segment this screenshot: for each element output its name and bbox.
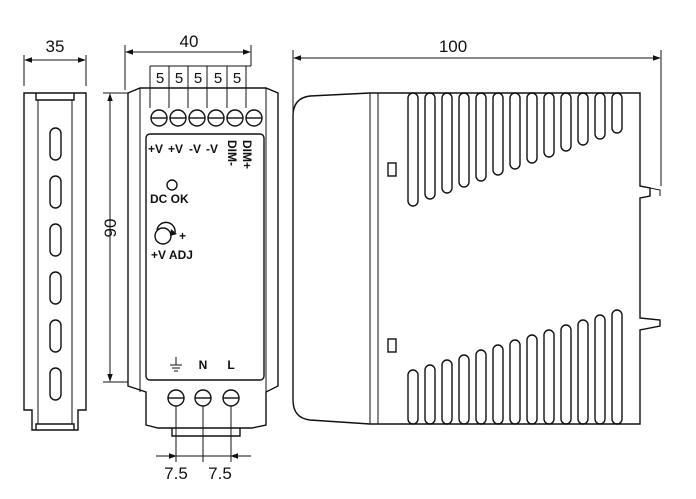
upper-vent-fins (407, 92, 623, 207)
output-pitch-label: 5 (156, 70, 164, 87)
front-view: 40 5 5 5 5 5 90 (101, 32, 279, 483)
side-vent-square (387, 338, 397, 353)
din-rail-view: 35 (23, 37, 87, 431)
terminal-label-plus-v: +V (168, 142, 183, 156)
terminal-label-plus-v: +V (148, 142, 163, 156)
rail-width-label: 35 (46, 37, 65, 56)
terminal-screw-icon (150, 109, 168, 127)
dc-ok-label: DC OK (150, 192, 189, 206)
rail-clip-outline (171, 428, 241, 437)
terminal-screw-icon (167, 389, 185, 407)
output-terminal-block (150, 109, 263, 127)
side-housing-outline (292, 92, 661, 425)
terminal-screw-icon (169, 109, 187, 127)
side-length-label: 100 (439, 37, 467, 56)
v-adj-label: +V ADJ (151, 248, 193, 262)
voltage-adjust-potentiometer-icon (154, 221, 177, 245)
input-pitch-left-label: 7.5 (164, 464, 188, 483)
din-rail-outline (23, 92, 87, 431)
side-vent-square (387, 162, 397, 177)
neutral-label: N (199, 358, 208, 372)
input-pitch-dimension: 7.5 7.5 (156, 406, 251, 483)
output-pitch-label: 5 (175, 70, 183, 87)
output-pitch-dimension: 5 5 5 5 5 (149, 65, 251, 108)
terminal-screw-icon (207, 109, 225, 127)
input-pitch-right-label: 7.5 (208, 464, 232, 483)
output-pitch-label: 5 (214, 70, 222, 87)
input-terminal-block (167, 389, 240, 407)
front-label-panel (145, 133, 265, 381)
side-view: 100 (292, 37, 662, 425)
terminal-screw-icon (194, 389, 212, 407)
line-label: L (227, 358, 234, 372)
height-label: 90 (101, 219, 120, 238)
terminal-screw-icon (188, 109, 206, 127)
rail-slots (49, 127, 62, 401)
terminal-screw-icon (222, 389, 240, 407)
terminal-screw-icon (245, 109, 263, 127)
ground-symbol-icon (170, 357, 182, 372)
output-pitch-label: 5 (194, 70, 202, 87)
dc-ok-led-icon (166, 179, 178, 191)
front-width-label: 40 (180, 32, 199, 51)
terminal-label-minus-v: -V (206, 142, 218, 156)
dim-minus-label: DIM- (225, 140, 239, 166)
adjust-plus-label: + (179, 229, 186, 243)
output-pitch-label: 5 (233, 70, 241, 87)
terminal-screw-icon (226, 109, 244, 127)
terminal-label-minus-v: -V (189, 142, 201, 156)
lower-vent-fins (407, 309, 623, 425)
dim-plus-label: DIM+ (240, 140, 254, 169)
